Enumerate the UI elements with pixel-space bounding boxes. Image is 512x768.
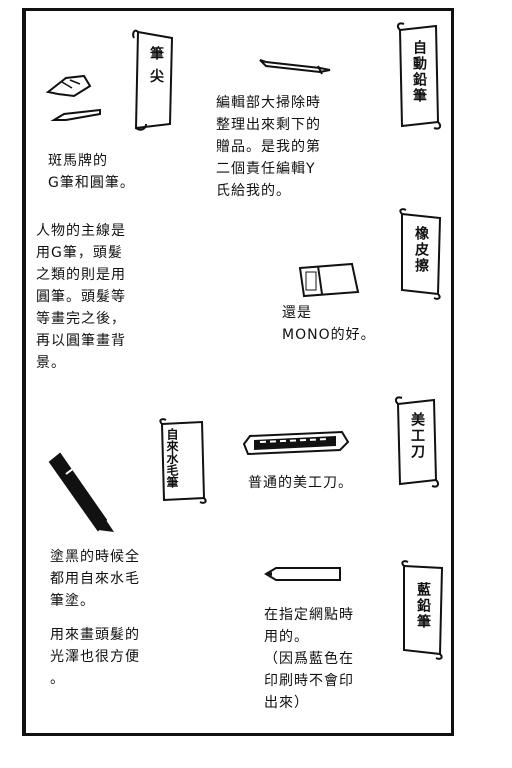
- banner-scroll-icon: [399, 208, 442, 300]
- banner-eraser: 橡皮擦: [398, 208, 444, 300]
- pencil-icon: [258, 54, 334, 80]
- eraser-icon: [296, 262, 366, 304]
- blue-pencil-description: 在指定網點時 用的。 （因爲藍色在 印刷時不會印 出來）: [264, 607, 354, 711]
- banner-brush-pen: 自來水毛筆: [158, 418, 208, 504]
- line-description: 人物的主線是 用G筆，頭髮 之類的則是用 圓筆。頭髮等 等畫完之後， 再以圓筆畫…: [36, 223, 126, 371]
- banner-scroll-icon: [401, 560, 444, 660]
- blue-pencil-icon: [264, 564, 344, 590]
- banner-eraser-label: 橡皮擦: [413, 226, 429, 274]
- banner-blue-pencil: 藍鉛筆: [400, 560, 446, 660]
- eraser-description: 還是 MONO的好。: [282, 305, 376, 343]
- brush-description-2: 用來畫頭髮的 光澤也很方便 。: [50, 627, 140, 687]
- banner-brush-pen-label: 自來水毛筆: [165, 428, 179, 488]
- banner-cutter: 美工刀: [394, 396, 440, 488]
- banner-scroll-icon: [159, 418, 207, 504]
- panel-frame: [22, 8, 454, 736]
- cutter-description: 普通的美工刀。: [248, 475, 353, 491]
- mech-pencil-description: 編輯部大掃除時 整理出來剩下的 贈品。是我的第 二個責任編輯Y 氏給我的。: [216, 95, 321, 199]
- brush-pen-icon: [40, 448, 120, 542]
- banner-scroll-icon: [132, 29, 174, 131]
- nib-icon: [44, 68, 114, 128]
- banner-cutter-label: 美工刀: [409, 412, 425, 460]
- banner-nib-label: 筆 尖: [148, 46, 164, 85]
- nib-description: 斑馬牌的 G筆和圓筆。: [48, 153, 135, 191]
- brush-description: 塗黑的時候全 都用自來水毛 筆塗。: [50, 549, 140, 609]
- banner-blue-pencil-label: 藍鉛筆: [415, 582, 431, 630]
- banner-nib: 筆 尖: [132, 28, 178, 132]
- cutter-icon: [240, 428, 356, 464]
- banner-scroll-icon: [394, 396, 440, 488]
- banner-mech-pencil: 自動鉛筆: [396, 22, 442, 130]
- banner-scroll-icon: [396, 22, 442, 130]
- banner-mech-pencil-label: 自動鉛筆: [411, 40, 427, 104]
